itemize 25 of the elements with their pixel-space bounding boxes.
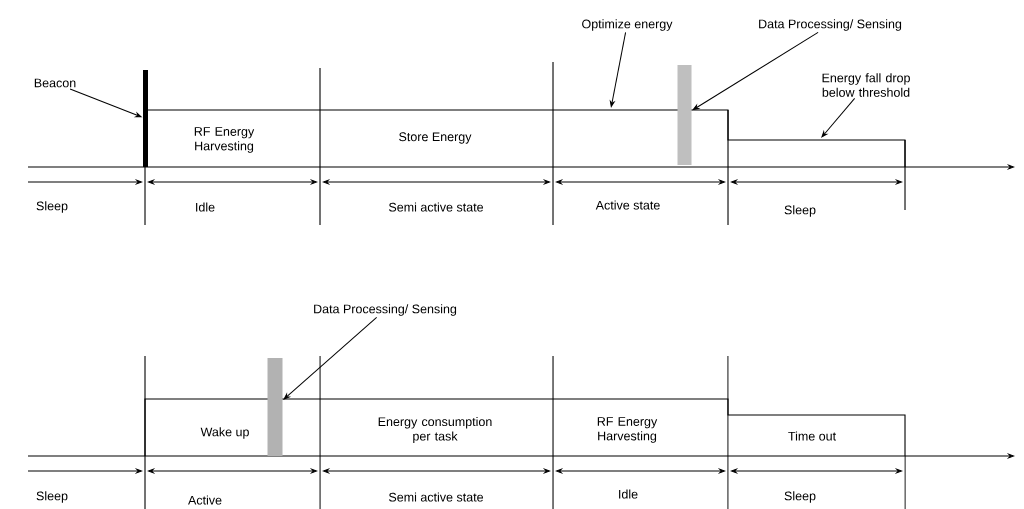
pulse-bar — [267, 358, 283, 456]
state-label: Idle — [619, 489, 638, 499]
state-label: Energy consumption per task — [378, 416, 492, 444]
state-label: Time out — [788, 431, 836, 441]
state-label: Sleep — [784, 491, 816, 503]
callout-text: Beacon — [34, 78, 76, 88]
leader-line — [609, 31, 627, 108]
leader-line — [692, 31, 819, 111]
state-label: Semi active state — [389, 492, 484, 502]
callout-text: Energy fall drop below threshold — [822, 73, 910, 97]
state-label: Sleep — [784, 205, 816, 217]
state-label: Semi active state — [389, 202, 484, 212]
state-label: Store Energy — [399, 132, 472, 144]
leader-line — [69, 88, 142, 118]
leader-line — [283, 316, 378, 400]
callout-text: Optimize energy — [582, 19, 673, 31]
callout-text: Data Processing/ Sensing — [314, 304, 457, 316]
callout-text: Data Processing/ Sensing — [759, 19, 902, 31]
pulse-bar — [677, 65, 692, 165]
state-label: Active — [188, 495, 222, 505]
state-label: RF Energy Harvesting — [597, 417, 658, 443]
state-label: Sleep — [36, 491, 68, 503]
state-label: Sleep — [36, 201, 68, 213]
state-label: Idle — [196, 202, 215, 212]
leader-line — [821, 97, 856, 138]
